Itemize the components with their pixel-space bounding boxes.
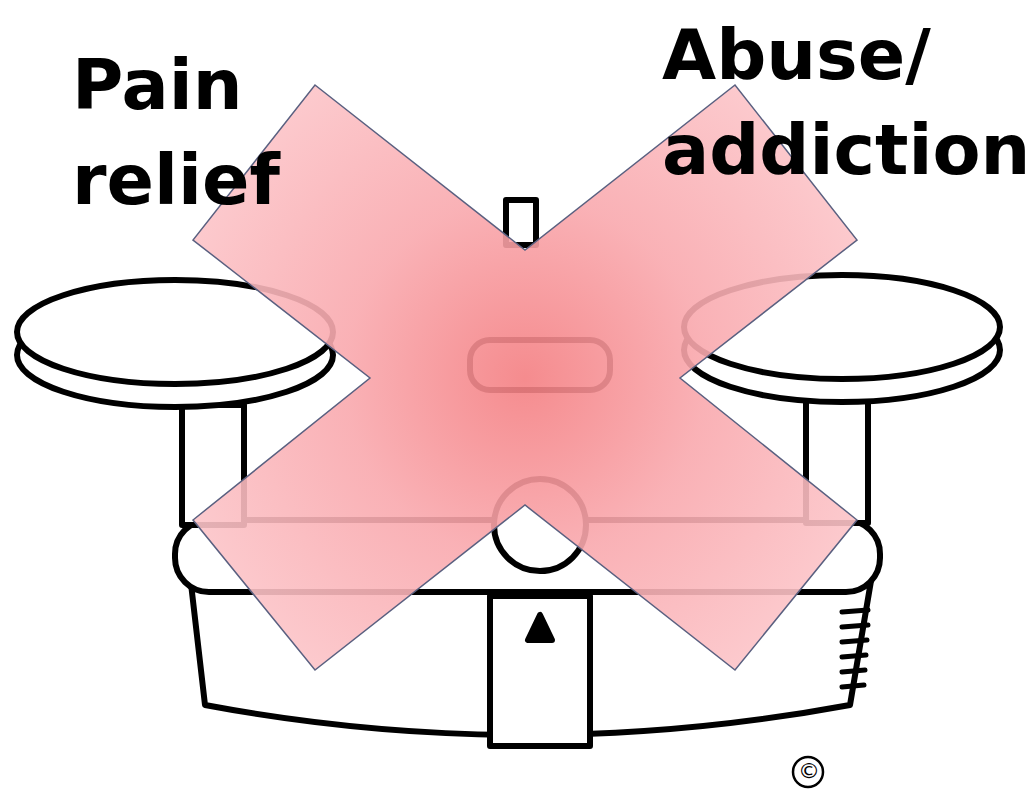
copyright-ring: [793, 757, 823, 787]
scale-pillar: [490, 596, 590, 746]
red-cross: [193, 85, 857, 670]
scale-pan-label: Pain relief: [72, 38, 332, 228]
copyright-mark: ©: [798, 757, 820, 785]
pointer-triangle: [528, 615, 552, 640]
scale-grille: [842, 610, 868, 687]
scale-pan-label: Abuse/ addiction: [662, 8, 1036, 198]
